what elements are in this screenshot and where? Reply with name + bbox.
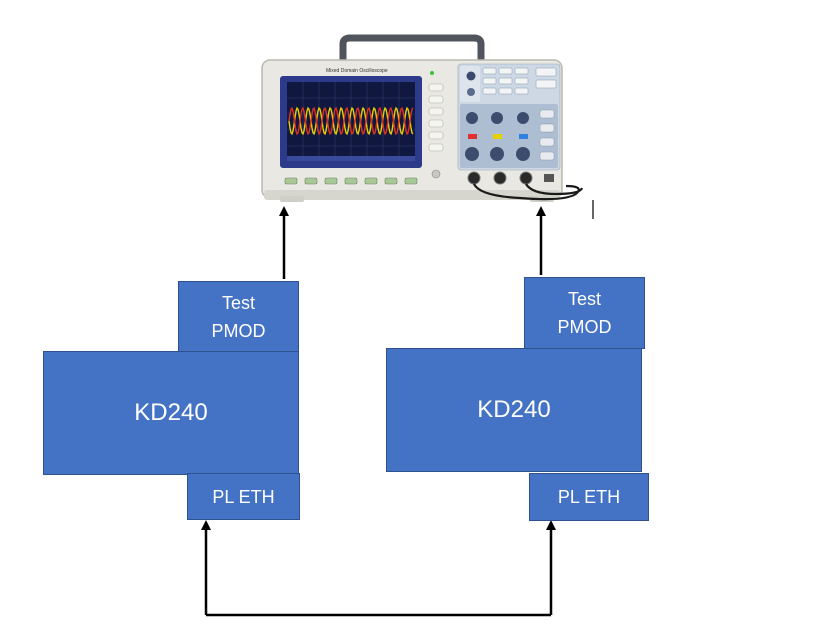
left-kd240-label: KD240: [134, 399, 208, 426]
oscilloscope-title: Mixed Domain Oscilloscope: [326, 68, 388, 74]
right-kd240-label: KD240: [477, 396, 551, 423]
right-pl-eth-box: PL ETH: [529, 473, 649, 521]
right-kd240-board: KD240: [386, 348, 642, 472]
left-pl-eth-box: PL ETH: [187, 473, 300, 520]
right-test-pmod-line2: PMOD: [557, 317, 612, 337]
left-test-pmod-box: Test PMOD: [178, 281, 299, 353]
left-test-pmod-line2: PMOD: [211, 321, 266, 341]
oscilloscope-icon: Mixed Domain Oscilloscope: [261, 34, 584, 202]
right-test-pmod-box: Test PMOD: [524, 277, 645, 349]
right-pl-eth-label: PL ETH: [557, 487, 621, 507]
left-kd240-board: KD240: [43, 351, 299, 475]
left-pl-eth-label: PL ETH: [212, 486, 275, 507]
right-test-pmod-line1: Test: [567, 289, 601, 309]
left-test-pmod-line1: Test: [221, 293, 255, 313]
